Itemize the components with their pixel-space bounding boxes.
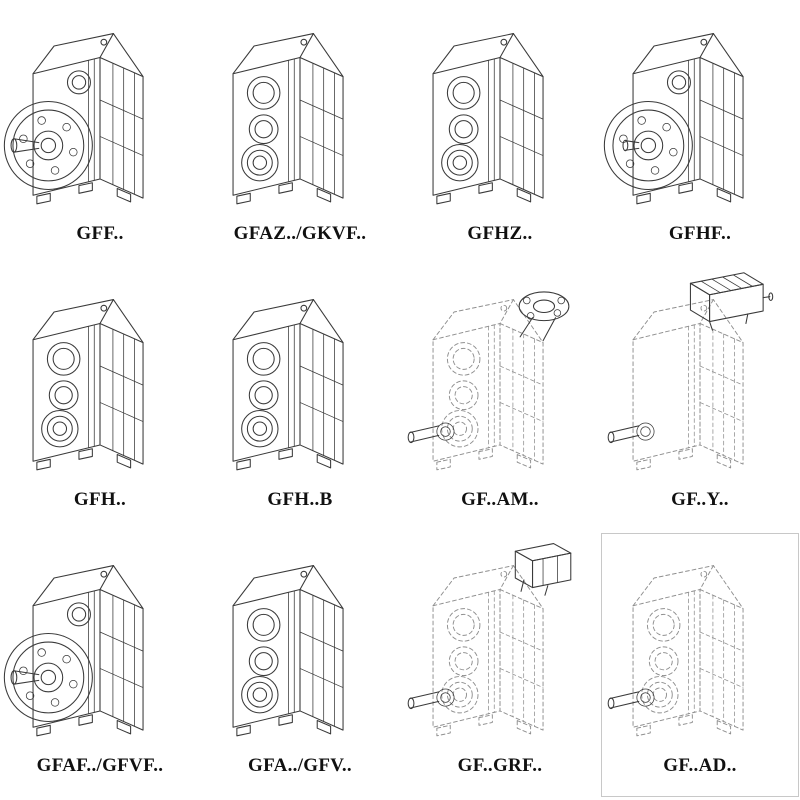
product-label: GF..GRF..	[457, 755, 543, 776]
product-label: GFH..B	[267, 489, 333, 510]
product-label: GFHF..	[668, 223, 732, 244]
product-cell: GFAZ../GKVF..	[200, 0, 400, 266]
product-label: GF..AD..	[663, 755, 737, 776]
gearbox-drawing-icon	[2, 268, 198, 488]
product-cell: GF..GRF..	[400, 532, 600, 798]
gearbox-drawing-icon	[402, 534, 598, 754]
product-cell: GFF..	[0, 0, 200, 266]
product-cell: GF..AD..	[600, 532, 800, 798]
product-cell: GFH..	[0, 266, 200, 532]
product-label: GF..AM..	[461, 489, 539, 510]
product-cell: GFA../GFV..	[200, 532, 400, 798]
gearbox-drawing-icon	[602, 534, 798, 754]
product-cell: GFHF..	[600, 0, 800, 266]
product-label: GFAF../GFVF..	[36, 755, 164, 776]
product-label: GFAZ../GKVF..	[233, 223, 367, 244]
product-cell: GFH..B	[200, 266, 400, 532]
gearbox-drawing-icon	[602, 2, 798, 222]
product-label: GF..Y..	[671, 489, 729, 510]
product-cell: GFAF../GFVF..	[0, 532, 200, 798]
gearbox-drawing-icon	[402, 2, 598, 222]
gearbox-drawing-icon	[402, 268, 598, 488]
gearbox-drawing-icon	[202, 534, 398, 754]
gearbox-drawing-icon	[202, 268, 398, 488]
product-cell: GFHZ..	[400, 0, 600, 266]
gearbox-drawing-icon	[2, 534, 198, 754]
gearbox-drawing-icon	[2, 2, 198, 222]
product-label: GFA../GFV..	[248, 755, 352, 776]
product-label: GFH..	[73, 489, 127, 510]
product-label: GFHZ..	[467, 223, 533, 244]
product-label: GFF..	[76, 223, 124, 244]
product-cell: GF..AM..	[400, 266, 600, 532]
product-cell: GF..Y..	[600, 266, 800, 532]
gearbox-drawing-icon	[202, 2, 398, 222]
gearbox-drawing-icon	[602, 268, 798, 488]
